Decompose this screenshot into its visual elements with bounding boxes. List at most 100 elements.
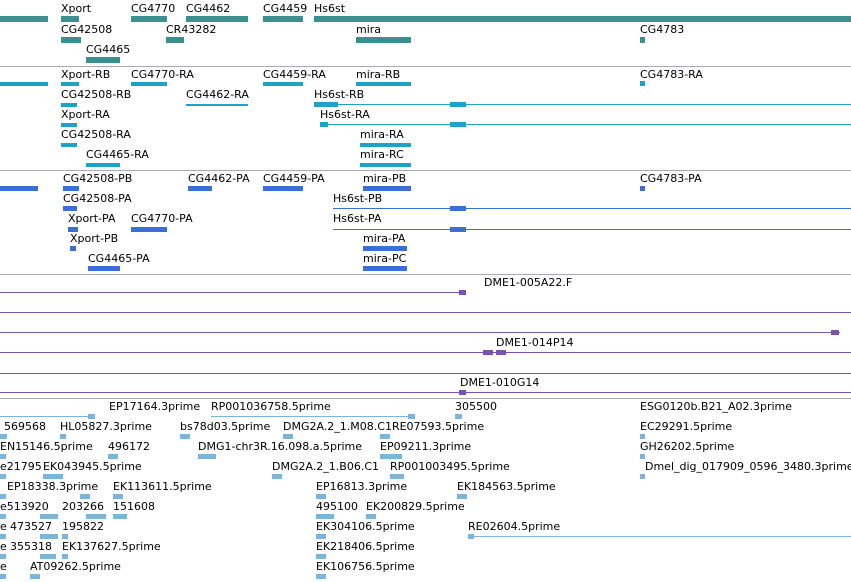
est-label[interactable]: RP001036758.5prime: [211, 400, 331, 413]
est-label[interactable]: 496172: [108, 440, 150, 453]
clone-feature-line[interactable]: [0, 332, 840, 333]
protein-feature-bar[interactable]: [333, 229, 851, 230]
est-feature-arrow[interactable]: [43, 474, 63, 479]
est-feature-arrow[interactable]: [316, 494, 326, 499]
est-label[interactable]: EK043945.5prime: [43, 460, 142, 473]
est-feature-line[interactable]: [211, 416, 415, 417]
est-label[interactable]: EK218406.5prime: [316, 540, 415, 553]
protein-feature-bar[interactable]: [63, 186, 79, 191]
gene-feature-bar[interactable]: [314, 16, 851, 22]
transcript-label[interactable]: mira-RB: [356, 68, 401, 81]
transcript-feature-bar[interactable]: [186, 104, 248, 106]
est-feature-arrow[interactable]: [62, 534, 68, 539]
est-label[interactable]: EK113611.5prime: [113, 480, 212, 493]
protein-feature-bar[interactable]: [363, 266, 407, 271]
est-feature-arrow[interactable]: [316, 534, 326, 539]
est-label[interactable]: EK106756.5prime: [316, 560, 415, 573]
clone-feature-line[interactable]: [0, 312, 851, 313]
est-label[interactable]: e21795: [0, 460, 42, 473]
clone-feature-line[interactable]: [0, 292, 466, 293]
protein-label[interactable]: Xport-PA: [68, 212, 116, 225]
est-feature-arrow[interactable]: [86, 514, 106, 519]
est-label[interactable]: 473527: [10, 520, 52, 533]
protein-feature-bar[interactable]: [88, 266, 120, 271]
est-feature-arrow[interactable]: [408, 414, 415, 419]
est-label[interactable]: e: [0, 540, 7, 553]
gene-feature-bar[interactable]: [166, 37, 184, 43]
protein-label[interactable]: CG42508-PA: [63, 192, 132, 205]
transcript-label[interactable]: mira-RA: [360, 128, 404, 141]
transcript-feature-bar[interactable]: [450, 102, 466, 107]
gene-label[interactable]: CG4783: [640, 23, 685, 36]
est-feature-arrow[interactable]: [316, 554, 326, 559]
gene-feature-bar[interactable]: [61, 16, 79, 22]
protein-feature-bar[interactable]: [450, 227, 466, 232]
gene-feature-bar[interactable]: [86, 57, 120, 63]
gene-label[interactable]: CG4465: [86, 43, 131, 56]
clone-label[interactable]: DME1-010G14: [460, 376, 540, 389]
est-feature-arrow[interactable]: [30, 574, 40, 579]
protein-feature-bar[interactable]: [131, 227, 167, 232]
est-feature-arrow[interactable]: [0, 574, 6, 579]
protein-label[interactable]: CG4770-PA: [131, 212, 193, 225]
est-label[interactable]: 203266: [62, 500, 104, 513]
est-feature-arrow[interactable]: [80, 494, 90, 499]
transcript-feature-bar[interactable]: [86, 163, 120, 167]
est-label[interactable]: EC29291.5prime: [640, 420, 733, 433]
est-feature-arrow[interactable]: [457, 494, 467, 499]
transcript-feature-bar[interactable]: [61, 82, 79, 86]
gene-label[interactable]: CG4770: [131, 2, 176, 15]
protein-label[interactable]: CG4465-PA: [88, 252, 150, 265]
clone-feature-line[interactable]: [0, 352, 851, 353]
protein-feature-bar[interactable]: [0, 186, 38, 191]
est-feature-arrow[interactable]: [0, 474, 6, 479]
transcript-feature-bar[interactable]: [450, 122, 466, 127]
gene-feature-bar[interactable]: [356, 37, 411, 43]
est-feature-arrow[interactable]: [60, 434, 66, 439]
gene-feature-bar[interactable]: [263, 16, 303, 22]
clone-feature-line[interactable]: [0, 373, 851, 374]
gene-label[interactable]: Hs6st: [314, 2, 346, 15]
clone-feature-arrow[interactable]: [483, 350, 493, 355]
protein-feature-bar[interactable]: [363, 186, 411, 191]
protein-label[interactable]: CG42508-PB: [63, 172, 133, 185]
transcript-feature-bar[interactable]: [314, 104, 851, 105]
protein-label[interactable]: Hs6st-PB: [333, 192, 383, 205]
transcript-label[interactable]: Hs6st-RA: [320, 108, 370, 121]
est-label[interactable]: ESG0120b.B21_A02.3prime: [640, 400, 793, 413]
transcript-label[interactable]: Hs6st-RB: [314, 88, 365, 101]
est-feature-arrow[interactable]: [390, 474, 404, 479]
est-feature-arrow[interactable]: [0, 434, 7, 439]
transcript-label[interactable]: Xport-RB: [61, 68, 111, 81]
est-feature-arrow[interactable]: [40, 554, 56, 559]
transcript-feature-bar[interactable]: [314, 102, 338, 107]
est-label[interactable]: EP09211.3prime: [380, 440, 472, 453]
transcript-feature-bar[interactable]: [61, 123, 77, 127]
est-feature-arrow[interactable]: [0, 554, 6, 559]
est-label[interactable]: 151608: [113, 500, 155, 513]
protein-label[interactable]: Hs6st-PA: [333, 212, 382, 225]
est-feature-arrow[interactable]: [113, 494, 123, 499]
est-label[interactable]: Dmel_dig_017909_0596_3480.3prime: [645, 460, 851, 473]
est-feature-arrow[interactable]: [640, 434, 645, 439]
protein-label[interactable]: CG4462-PA: [188, 172, 250, 185]
est-feature-arrow[interactable]: [40, 514, 58, 519]
est-label[interactable]: RE02604.5prime: [468, 520, 561, 533]
est-label[interactable]: EN15146.5prime: [0, 440, 93, 453]
est-feature-arrow[interactable]: [88, 414, 95, 419]
est-feature-arrow[interactable]: [0, 454, 6, 459]
gene-feature-bar[interactable]: [61, 37, 81, 43]
gene-label[interactable]: CG4459: [263, 2, 308, 15]
transcript-feature-bar[interactable]: [360, 143, 411, 147]
transcript-feature-bar[interactable]: [356, 82, 411, 86]
est-feature-arrow[interactable]: [0, 534, 6, 539]
clone-feature-arrow[interactable]: [496, 350, 506, 355]
protein-label[interactable]: mira-PB: [363, 172, 407, 185]
protein-label[interactable]: CG4783-PA: [640, 172, 702, 185]
est-feature-line[interactable]: [468, 536, 851, 537]
protein-feature-bar[interactable]: [188, 186, 212, 191]
est-label[interactable]: e513920: [0, 500, 49, 513]
clone-feature-arrow[interactable]: [459, 290, 466, 295]
protein-label[interactable]: Xport-PB: [70, 232, 119, 245]
est-label[interactable]: 305500: [455, 400, 497, 413]
